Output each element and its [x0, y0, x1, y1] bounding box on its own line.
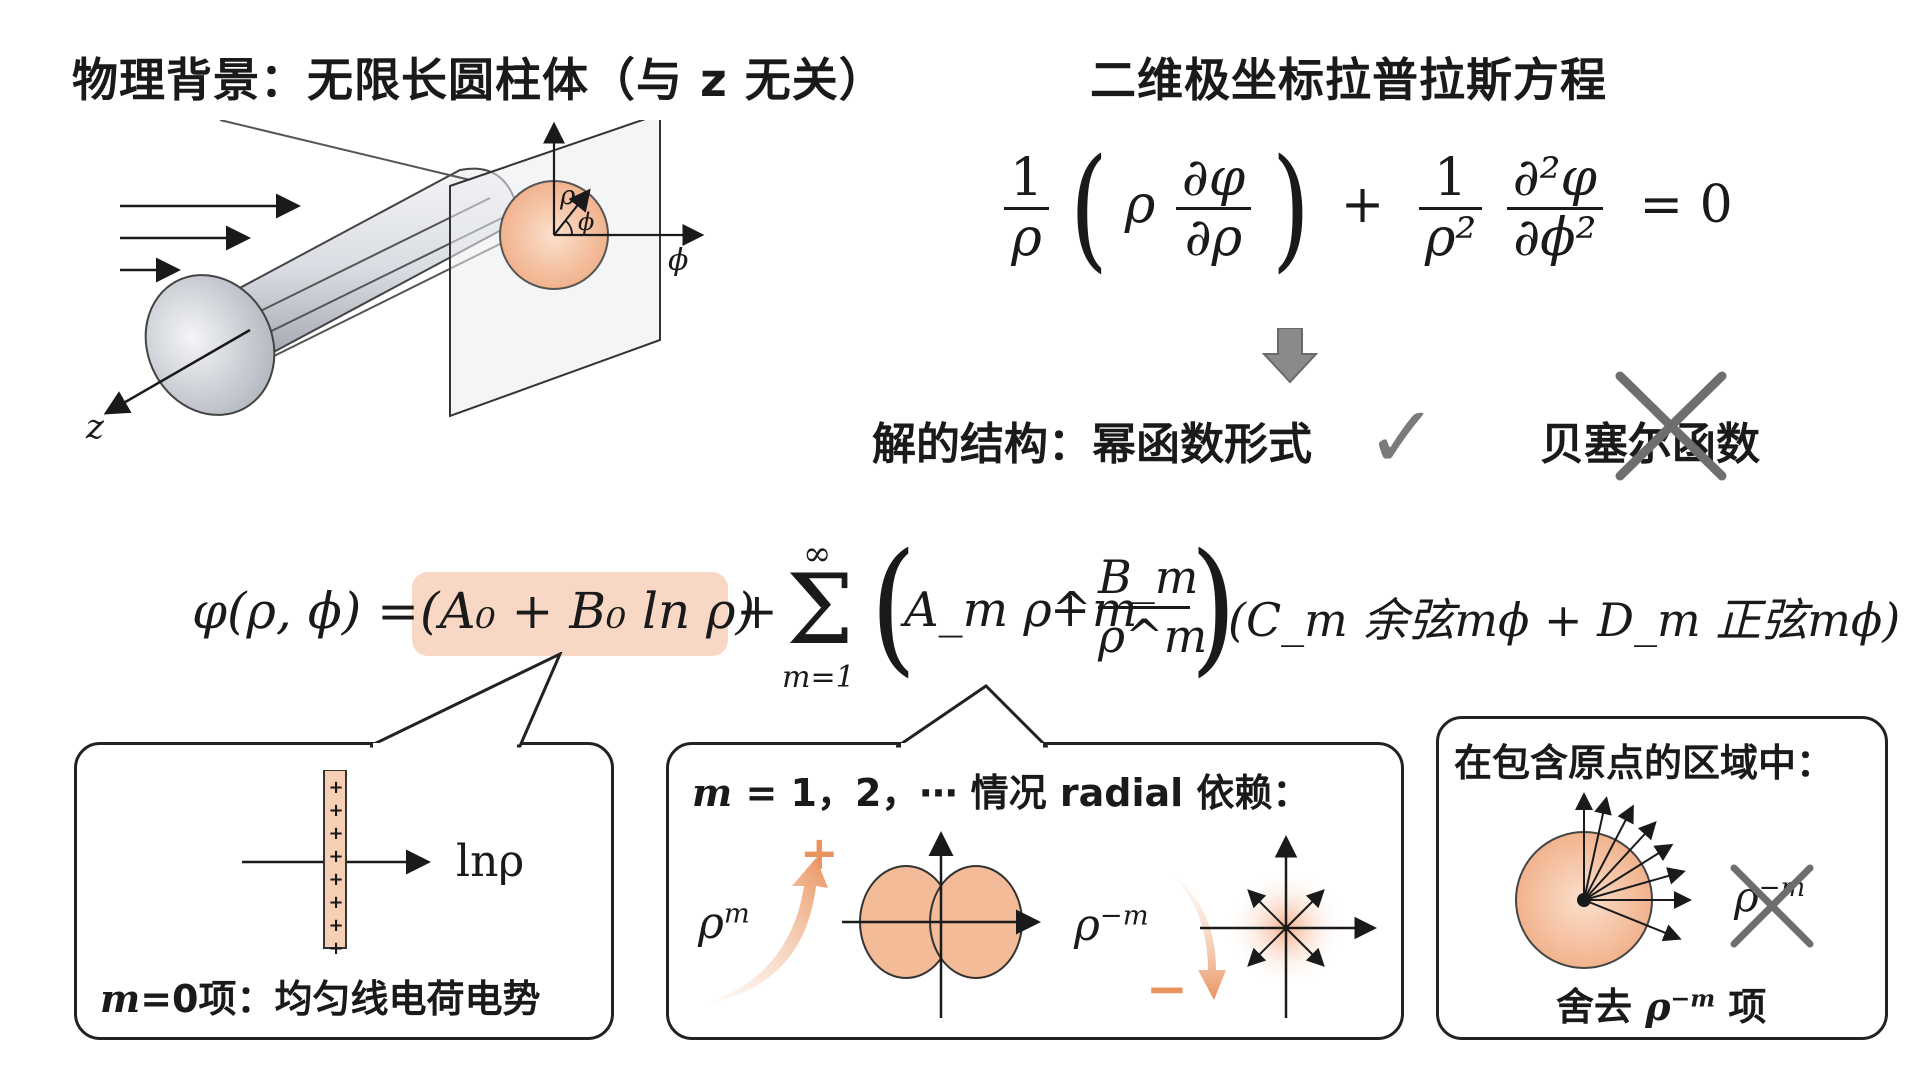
growth-arrow-icon [704, 858, 828, 1004]
laplace-equation: 1 ρ ( ρ ∂φ ∂ρ ) + 1 ρ² ∂²φ ∂ϕ² = 0 [1000, 131, 1733, 286]
charge-signs: ++ ++ ++ ++ [328, 777, 344, 959]
phi-angle-label: ϕ [578, 208, 594, 236]
m0-caption: m=0项：均匀线电荷电势 [100, 976, 541, 1021]
solution-lhs: φ(ρ, ϕ) = [192, 582, 420, 640]
solution-plus: + [736, 582, 778, 640]
cross-out-icon [1615, 371, 1727, 481]
frac-one-over-rho: 1 ρ [1004, 149, 1050, 267]
line-charge-diagram [242, 770, 431, 949]
minus-sign: − [1146, 960, 1188, 1018]
m0-box-pointer [370, 652, 563, 748]
m0-term: (A₀ + B₀ ln ρ) [420, 582, 756, 640]
check-mark-icon: ✓ [1366, 388, 1439, 488]
reject-x-icon [1730, 864, 1814, 948]
ln-rho-label: lnρ [456, 836, 525, 887]
m-box-pointer [896, 684, 1048, 748]
sum-lower: m=1 [782, 660, 855, 695]
m0-term-highlight [412, 572, 728, 656]
sum-sign: Σ [786, 554, 854, 666]
origin-region-title: 在包含原点的区域中： [1454, 741, 1835, 785]
frac-one-over-rho2: 1 ρ² [1418, 149, 1483, 267]
eq-zero: = 0 [1639, 175, 1733, 236]
phi-axis-label: ϕ [668, 243, 688, 278]
trig-term: (C_m 余弦mϕ + D_m 正弦mϕ) [1228, 593, 1901, 647]
solution-structure-label: 解的结构：幂函数形式 [872, 419, 1312, 470]
z-axis-label: z [85, 407, 105, 447]
eq-rho: ρ [1124, 175, 1156, 236]
origin-point [1577, 893, 1591, 907]
Am-rho-m-term: A_m ρ^m [904, 582, 1138, 638]
discard-caption: 舍去 ρ−m 项 [1556, 984, 1767, 1029]
cylinder-end [144, 274, 276, 416]
z-axis [103, 328, 251, 415]
Bm-over-rho-m: B_m ρ^m [1098, 550, 1208, 663]
decay-arrow-icon [1172, 874, 1226, 1000]
eq-plus: + [1340, 175, 1385, 236]
rho-m-label: ρm [698, 898, 750, 949]
rho-label: ρ [559, 181, 576, 211]
dipole-lobes-diagram [842, 831, 1041, 1018]
sum-upper: ∞ [803, 534, 832, 574]
radial-decay-diagram [1200, 835, 1377, 1018]
frac-dphi-drho: ∂φ ∂ρ [1175, 149, 1252, 267]
down-arrow-icon [1262, 328, 1318, 384]
rho-neg-m-label: ρ−m [1074, 900, 1149, 951]
right-title: 二维极坐标拉普拉斯方程 [1090, 53, 1607, 107]
line-charge [323, 770, 347, 949]
m-positive-title: m = 1，2，⋯ 情况 radial 依赖： [692, 770, 1311, 815]
origin-disc-diagram [1515, 792, 1692, 969]
left-title: 物理背景：无限长圆柱体（与 z 无关） [72, 53, 886, 107]
cylinder-illustration: z ρ ϕ ϕ [85, 120, 705, 447]
frac-d2phi-dphi2: ∂²φ ∂ϕ² [1506, 149, 1603, 267]
